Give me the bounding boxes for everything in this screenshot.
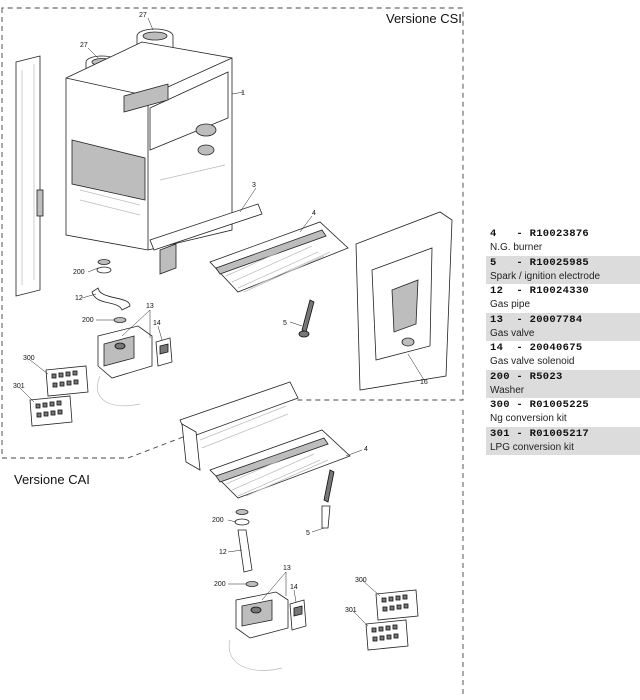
ng-conversion-kit-cai: [375, 589, 419, 621]
legend-item-301: 301 - R01005217 LPG conversion kit: [486, 426, 640, 455]
legend-desc: Spark / ignition electrode: [490, 270, 601, 282]
callout-200-csi-a: 200: [73, 269, 85, 276]
legend-item-13: 13 - 20007784 Gas valve: [486, 312, 640, 341]
callout-12-csi: 12: [75, 295, 83, 302]
legend-item-4: 4 - R10023876 N.G. burner: [486, 227, 640, 256]
callout-numbers: 27 27 1 3 4 16 5 200 12 200 13 14 300 30…: [13, 12, 428, 614]
callout-200-cai-b: 200: [214, 581, 226, 588]
legend-desc: LPG conversion kit: [490, 441, 574, 453]
callout-27-rear: 27: [139, 12, 147, 19]
gas-valve-cai: [228, 591, 289, 671]
gas-pipe-csi: [91, 259, 131, 323]
burner-assembly-csi: [209, 221, 349, 293]
parts-legend: 4 - R10023876 N.G. burner 5 - R10025985 …: [486, 227, 640, 455]
ignition-electrode-csi: [298, 299, 315, 338]
callout-4-cai: 4: [364, 446, 368, 453]
gas-pipe-cai: [234, 509, 259, 587]
callout-14-csi: 14: [153, 320, 161, 327]
combustion-chamber-front-panel: [355, 211, 453, 391]
burner-manifold: [149, 203, 263, 275]
legend-desc: Gas valve: [490, 327, 535, 339]
callout-27-front: 27: [80, 42, 88, 49]
legend-item-200: 200 - R5023 Washer: [486, 369, 640, 398]
ng-conversion-kit-csi: [45, 365, 89, 397]
version-cai-label: Versione CAI: [14, 472, 90, 487]
callout-5-cai: 5: [306, 530, 310, 537]
burner-assembly-cai: [209, 429, 351, 499]
lpg-conversion-kit-cai: [365, 619, 409, 651]
legend-code: 5 - R10025985: [490, 256, 590, 269]
legend-code: 12 - R10024330: [490, 285, 590, 297]
legend-code: 13 - 20007784: [490, 313, 583, 326]
callout-300-cai: 300: [355, 577, 367, 584]
legend-code: 301 - R01005217: [490, 427, 590, 440]
ignition-electrode-cai: [321, 469, 335, 529]
callout-300-csi: 300: [23, 355, 35, 362]
callout-12-cai: 12: [219, 549, 227, 556]
lpg-conversion-kit-csi: [29, 395, 73, 427]
legend-desc: Ng conversion kit: [490, 413, 567, 424]
legend-code: 200 - R5023: [490, 370, 563, 383]
legend-item-300: 300 - R01005225 Ng conversion kit: [486, 398, 640, 427]
version-csi-label: Versione CSI: [386, 11, 462, 26]
callout-16: 16: [420, 379, 428, 386]
legend-code: 300 - R01005225: [490, 399, 590, 411]
callout-3: 3: [252, 182, 256, 189]
wall-bracket-ghost: [15, 55, 44, 297]
boiler-casing: [65, 41, 233, 251]
callout-301-csi: 301: [13, 383, 25, 390]
exploded-parts-diagram: Versione CSI Versione CAI: [1, 7, 464, 698]
callout-4-csi: 4: [312, 210, 316, 217]
callout-13-csi: 13: [146, 303, 154, 310]
legend-desc: Gas pipe: [490, 299, 531, 310]
callout-14-cai: 14: [290, 584, 298, 591]
callout-200-csi-b: 200: [82, 317, 94, 324]
callout-1: 1: [241, 90, 245, 97]
legend-desc: Washer: [490, 384, 525, 396]
legend-desc: N.G. burner: [490, 242, 543, 253]
gas-valve-solenoid-cai: [289, 599, 307, 631]
callout-5-csi: 5: [283, 320, 287, 327]
callout-200-cai-a: 200: [212, 517, 224, 524]
legend-desc: Gas valve solenoid: [490, 356, 575, 367]
legend-code: 4 - R10023876: [490, 228, 590, 240]
gas-valve-csi: [97, 325, 153, 407]
legend-item-5: 5 - R10025985 Spark / ignition electrode: [486, 255, 640, 284]
legend-item-14: 14 - 20040675 Gas valve solenoid: [486, 341, 640, 370]
leader-lines: [19, 17, 425, 627]
legend-code: 14 - 20040675: [490, 342, 583, 354]
callout-13-cai: 13: [283, 565, 291, 572]
callout-301-cai: 301: [345, 607, 357, 614]
legend-item-12: 12 - R10024330 Gas pipe: [486, 284, 640, 313]
gas-valve-solenoid-csi: [155, 337, 173, 367]
combustion-chamber-cai: [179, 381, 299, 471]
